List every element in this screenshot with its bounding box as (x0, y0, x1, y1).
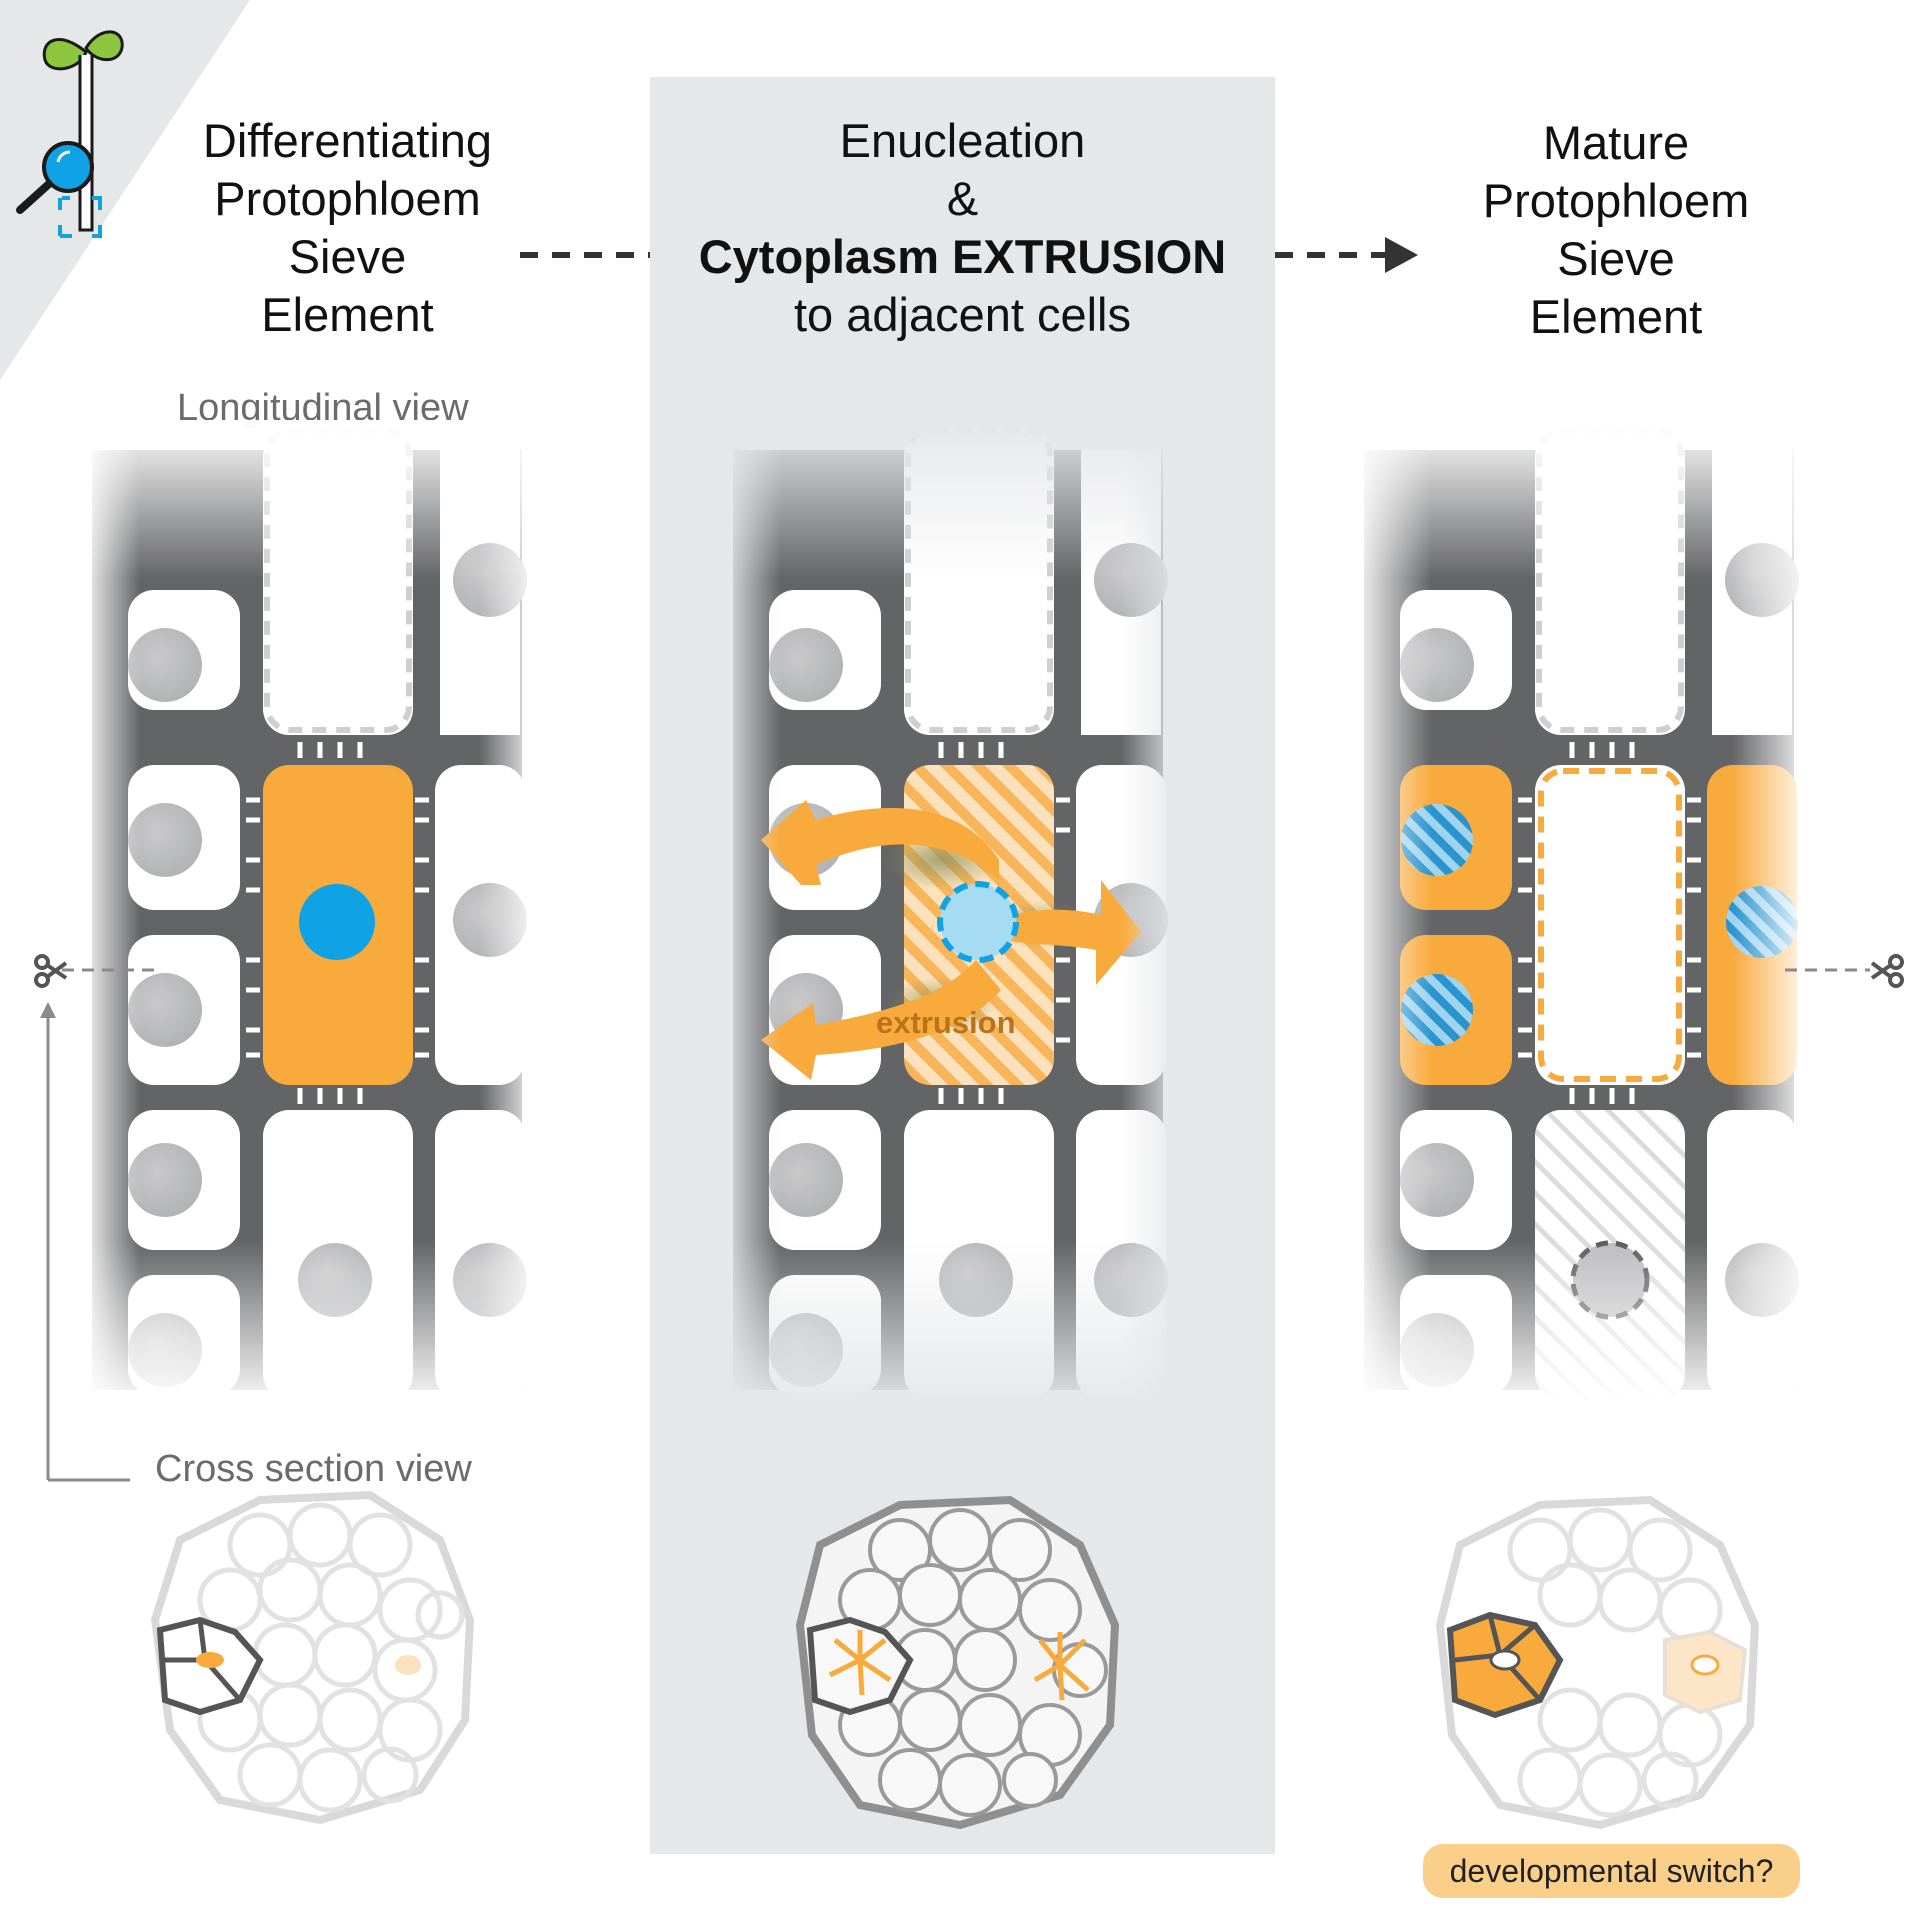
corner-background (0, 0, 250, 380)
stage-2-title: Enucleation & Cytoplasm EXTRUSION to adj… (698, 114, 1227, 341)
extrusion-arrow-right (1001, 880, 1141, 985)
extrusion-arrows-cross (828, 1630, 892, 1696)
longitudinal-tissue-stage-3 (1352, 420, 1812, 1410)
cross-section-stage-2 (795, 1495, 1120, 1830)
longitudinal-tissue-stage-1 (80, 420, 540, 1410)
stage-3-title: Mature Protophloem Sieve Element (1482, 116, 1750, 343)
cross-section-view-label: Cross section view (155, 1448, 472, 1490)
cut-line-right (1785, 954, 1904, 988)
nucleus-dissolving (937, 881, 1019, 963)
longitudinal-tissue-stage-2 (721, 420, 1181, 1410)
cut-line-left (34, 954, 155, 1482)
seedling-icon (42, 30, 124, 232)
mature-sieve-element (1538, 768, 1682, 1082)
stage-1-title: Differentiating Protophloem Sieve Elemen… (202, 114, 493, 341)
nucleus-blue (299, 884, 375, 960)
extrusion-arrow-upper-left (761, 800, 999, 885)
stage-arrow-2 (1275, 237, 1418, 273)
magnifier-icon (16, 141, 102, 238)
scissors-icon (1870, 954, 1904, 988)
extrusion-arrow-lower-left (761, 960, 1001, 1080)
cross-section-stage-1 (150, 1490, 475, 1825)
cross-section-stage-3 (1435, 1495, 1760, 1830)
developmental-switch-badge: developmental switch? (1423, 1844, 1800, 1898)
scissors-icon (34, 954, 68, 988)
extrusion-arrows-cross-right (1033, 1632, 1090, 1701)
extrusion-label: extrusion (876, 1005, 1016, 1040)
